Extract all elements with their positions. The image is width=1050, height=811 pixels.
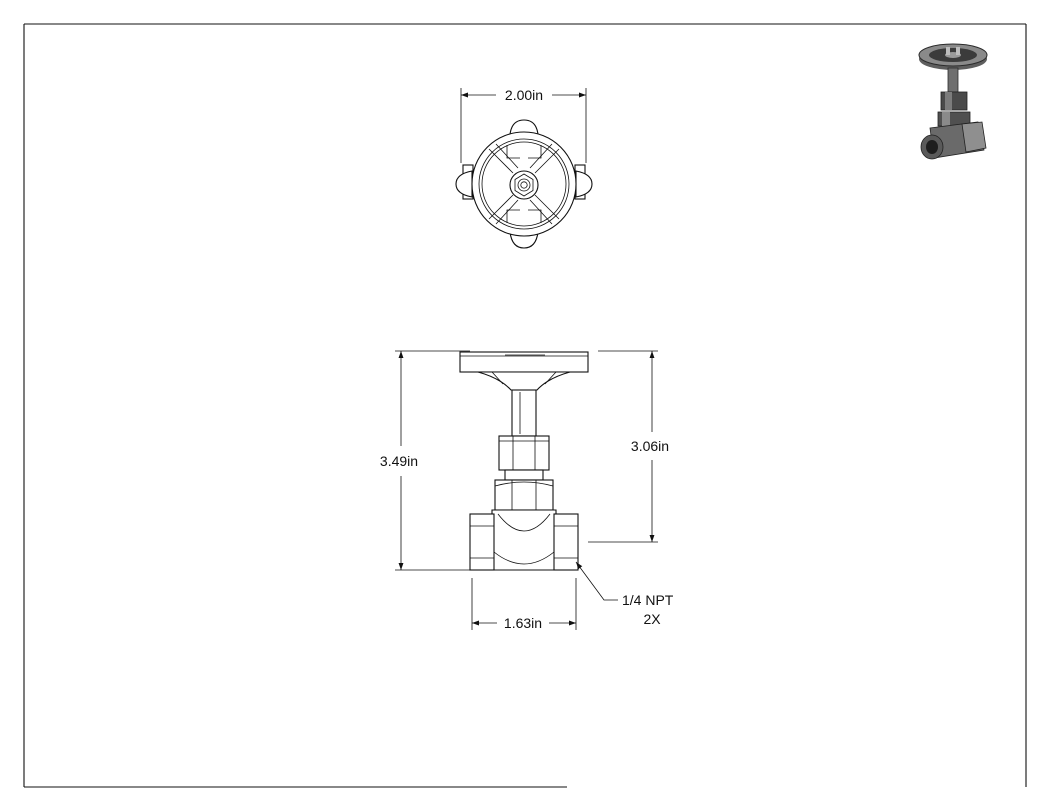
dimension-label-body-length: 1.63in <box>504 615 542 631</box>
top-view-handwheel <box>455 119 593 249</box>
thread-callout-label: 1/4 NPT <box>622 592 674 608</box>
dimension-body-length: 1.63in <box>471 578 577 631</box>
thread-callout: 1/4 NPT 2X <box>575 561 674 627</box>
dimension-label-overall-height: 3.49in <box>380 453 418 469</box>
thread-qty-label: 2X <box>643 611 661 627</box>
dimension-label-center-height: 3.06in <box>631 438 669 454</box>
dimension-center-height: 3.06in <box>588 350 669 543</box>
sheet-border <box>23 23 1027 788</box>
front-view-valve <box>459 351 589 571</box>
dimension-label-top-width: 2.00in <box>505 87 543 103</box>
dimension-top-width: 2.00in <box>460 87 587 163</box>
dimension-overall-height: 3.49in <box>380 350 510 571</box>
globe-valve-isometric-icon <box>918 43 988 160</box>
